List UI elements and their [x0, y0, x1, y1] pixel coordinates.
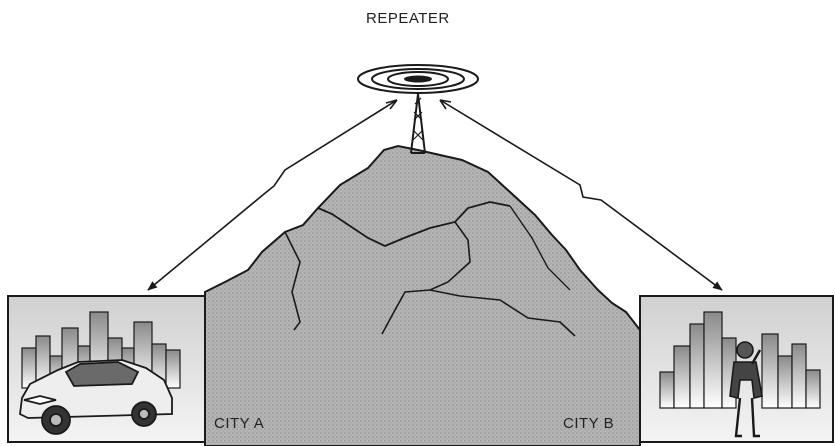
city-a-label: CITY A — [214, 415, 264, 432]
repeater-label: REPEATER — [366, 10, 450, 27]
mountain — [205, 146, 640, 446]
city-b-label: CITY B — [563, 415, 614, 432]
repeater-antenna-icon — [358, 65, 478, 153]
city-b-panel — [640, 296, 833, 442]
city-a-panel — [8, 296, 205, 442]
